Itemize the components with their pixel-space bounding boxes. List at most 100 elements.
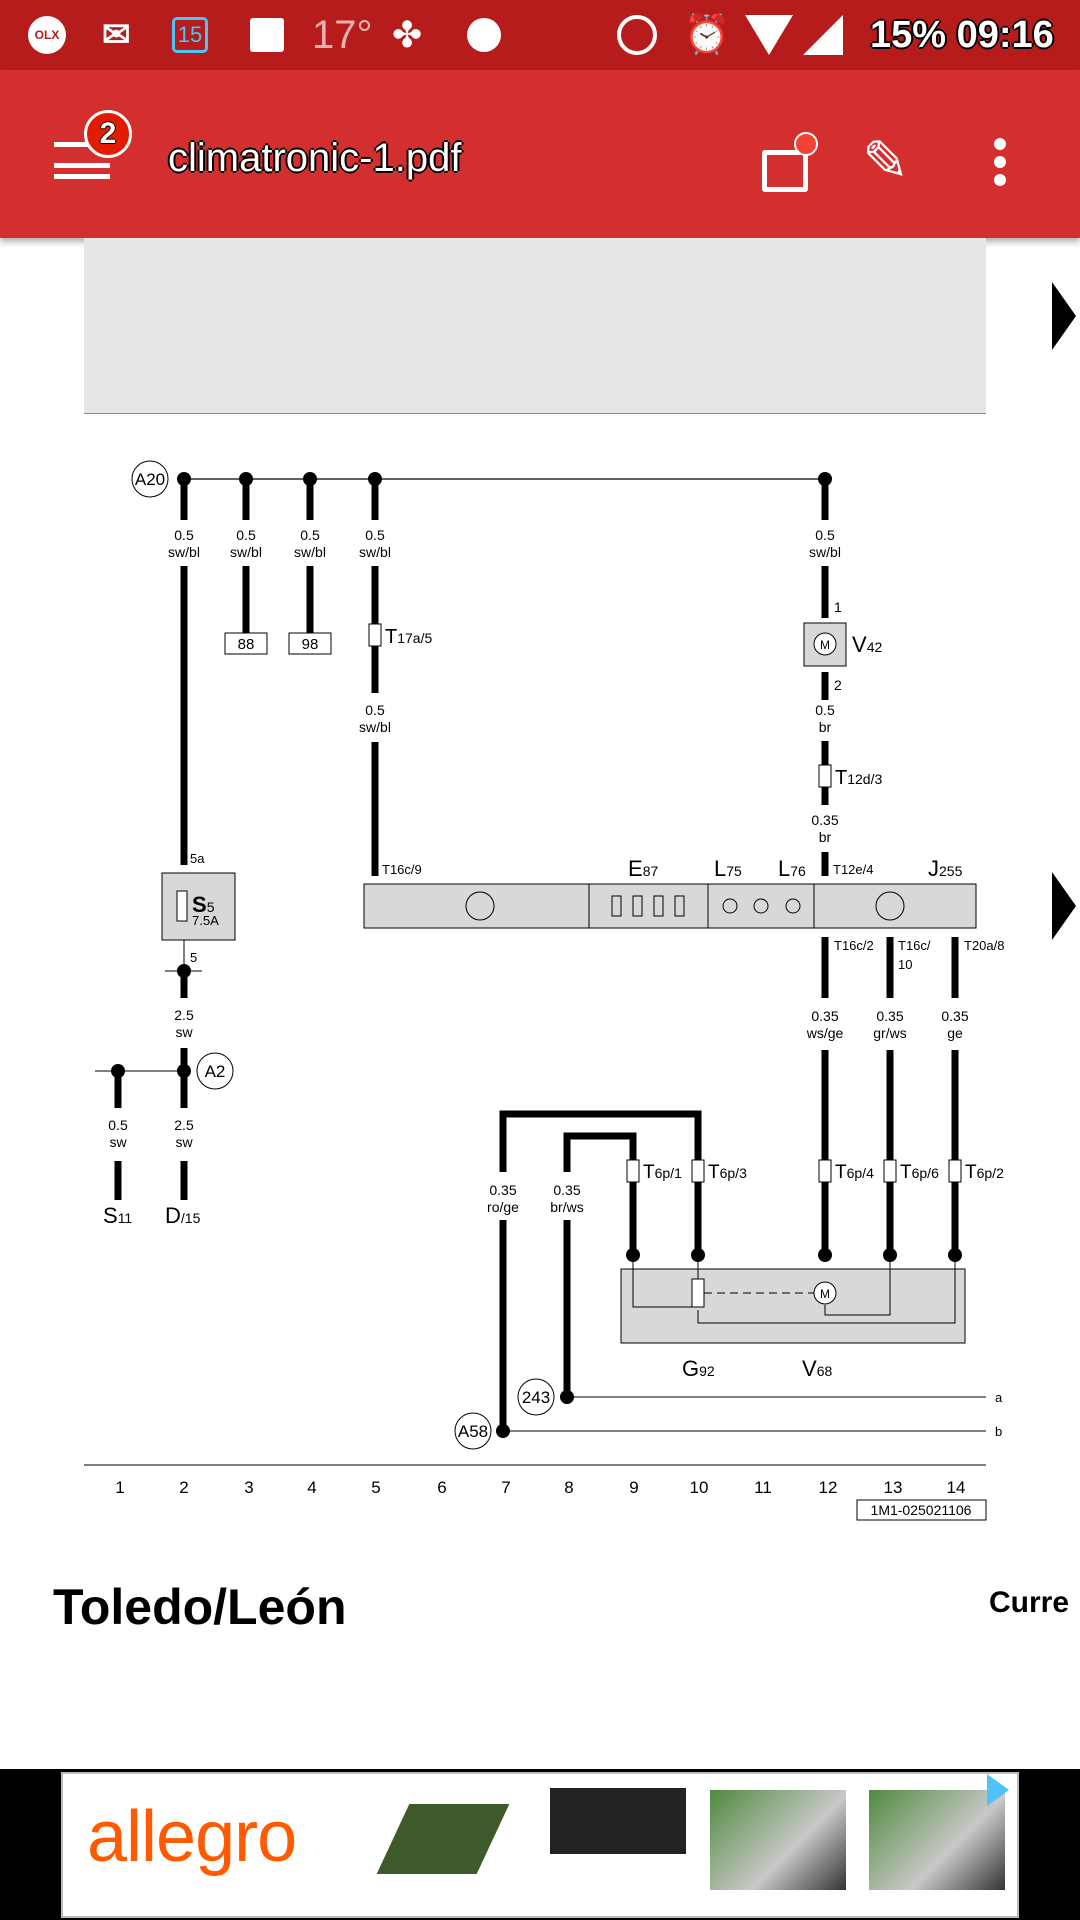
- wire-color: gr/ws: [873, 1025, 906, 1041]
- app-bar: 2 climatronic-1.pdf ✎: [0, 70, 1080, 238]
- wire-color: sw/bl: [294, 544, 326, 560]
- reference-box-98: 98: [302, 636, 319, 653]
- next-page-arrow-icon[interactable]: [1052, 282, 1076, 350]
- column-number: 7: [501, 1478, 510, 1497]
- wire-gauge: 0.35: [811, 1008, 838, 1024]
- wire-color: ws/ge: [806, 1025, 844, 1041]
- connector-t6p-6: T6p/6: [900, 1162, 939, 1183]
- pin-label: 5: [190, 950, 197, 965]
- column-number: 6: [437, 1478, 446, 1497]
- column-number: 13: [884, 1478, 903, 1497]
- column-number: 12: [819, 1478, 838, 1497]
- pinwheel-icon: ✤: [392, 14, 423, 55]
- calendar-icon: 15: [172, 10, 208, 60]
- calendar-day: 15: [172, 17, 208, 53]
- wire-color: br/ws: [550, 1199, 583, 1215]
- ground-point-a20: A20: [135, 470, 165, 489]
- column-number: 5: [371, 1478, 380, 1497]
- alarm-icon: ⏰: [683, 14, 731, 56]
- diagram-reference-number: 1M1-025021106: [871, 1502, 972, 1518]
- wire-color: ge: [947, 1025, 963, 1041]
- component-j255: J255: [928, 856, 963, 881]
- column-number: 3: [244, 1478, 253, 1497]
- wire-gauge: 0.5: [108, 1117, 128, 1133]
- wire-gauge: 0.35: [876, 1008, 903, 1024]
- next-page-arrow-icon[interactable]: [1052, 872, 1076, 940]
- motor-symbol: M: [820, 1287, 830, 1301]
- wifi-icon: [745, 10, 793, 60]
- ad-product-image[interactable]: [376, 1804, 510, 1874]
- shopping-bag-icon: [762, 150, 808, 192]
- wire-color: sw: [175, 1134, 193, 1150]
- status-bar: OLX ✉ 15 17° ✤ ⏰ 15% 09:16: [0, 0, 1080, 70]
- wire-gauge: 0.5: [815, 702, 835, 718]
- component-v68: V68: [802, 1356, 832, 1381]
- wire-color: sw/bl: [359, 719, 391, 735]
- wire-gauge: 2.5: [174, 1007, 194, 1023]
- adchoices-icon[interactable]: [987, 1774, 1009, 1806]
- ground-point-a2: A2: [205, 1062, 226, 1081]
- component-v42: V42: [852, 632, 882, 657]
- component-e87: E87: [628, 856, 658, 881]
- ad-product-image[interactable]: [710, 1790, 846, 1890]
- pin-label: 2: [834, 677, 842, 693]
- wire-gauge: 0.5: [365, 527, 385, 543]
- column-number: 8: [564, 1478, 573, 1497]
- column-number: 9: [629, 1478, 638, 1497]
- pin-label: 5a: [190, 851, 205, 866]
- pin-label: 1: [834, 599, 842, 615]
- wire-gauge: 0.35: [489, 1182, 516, 1198]
- ad-brand[interactable]: allegro: [87, 1797, 297, 1877]
- dnd-icon: [617, 10, 657, 60]
- connector-label: T16c/9: [382, 862, 422, 877]
- wire-gauge: 0.5: [174, 527, 194, 543]
- column-number: 2: [179, 1478, 188, 1497]
- ad-banner[interactable]: allegro: [61, 1772, 1019, 1918]
- column-number: 4: [307, 1478, 316, 1497]
- wire-color: ro/ge: [487, 1199, 519, 1215]
- more-options-button[interactable]: [988, 132, 1016, 192]
- wire-gauge: 0.5: [815, 527, 835, 543]
- wire-color: br: [819, 719, 832, 735]
- wire-gauge: 0.35: [811, 812, 838, 828]
- shopping-bag-button[interactable]: [760, 132, 820, 192]
- column-number: 1: [115, 1478, 124, 1497]
- wire-color: sw/bl: [359, 544, 391, 560]
- wire-gauge: 2.5: [174, 1117, 194, 1133]
- more-vert-icon: [994, 138, 1006, 150]
- terminal-d15: D/15: [165, 1203, 201, 1228]
- component-l75: L75: [714, 856, 742, 881]
- connector-label: T16c/: [898, 938, 931, 953]
- menu-icon: [54, 142, 110, 168]
- signal-icon: [803, 10, 843, 60]
- connector-t17a-5: T17a/5: [385, 626, 432, 648]
- notification-badge: 2: [84, 110, 132, 158]
- menu-button[interactable]: [54, 132, 112, 182]
- edit-button[interactable]: ✎: [862, 126, 922, 196]
- ad-product-image[interactable]: [869, 1790, 1005, 1890]
- connector-t6p-4: T6p/4: [835, 1162, 874, 1183]
- wire-color: sw: [175, 1024, 193, 1040]
- wire-color: br: [819, 829, 832, 845]
- temperature: 17°: [312, 12, 373, 57]
- wire-color: sw/bl: [230, 544, 262, 560]
- battery-level: 15%: [870, 13, 947, 56]
- connector-t6p-1: T6p/1: [643, 1162, 682, 1183]
- connector-t6p-3: T6p/3: [708, 1162, 747, 1183]
- connector-t12d-3: T12d/3: [835, 767, 882, 789]
- column-number: 11: [754, 1478, 772, 1497]
- reference-box-88: 88: [238, 636, 255, 653]
- mic-icon: [467, 10, 501, 60]
- connector-label: 10: [898, 957, 912, 972]
- connector-label: T16c/2: [834, 938, 874, 953]
- gallery-icon: [250, 10, 284, 60]
- component-g92: G92: [682, 1356, 715, 1381]
- edit-icon: ✎: [862, 129, 909, 192]
- wire-gauge: 0.5: [236, 527, 256, 543]
- ground-point-a58: A58: [458, 1422, 488, 1441]
- component-l76: L76: [778, 856, 806, 881]
- ad-product-image[interactable]: [550, 1788, 686, 1854]
- page-heading: Toledo/León: [53, 1579, 347, 1635]
- wire-gauge: 0.35: [941, 1008, 968, 1024]
- fuse-s5: S5: [192, 892, 215, 917]
